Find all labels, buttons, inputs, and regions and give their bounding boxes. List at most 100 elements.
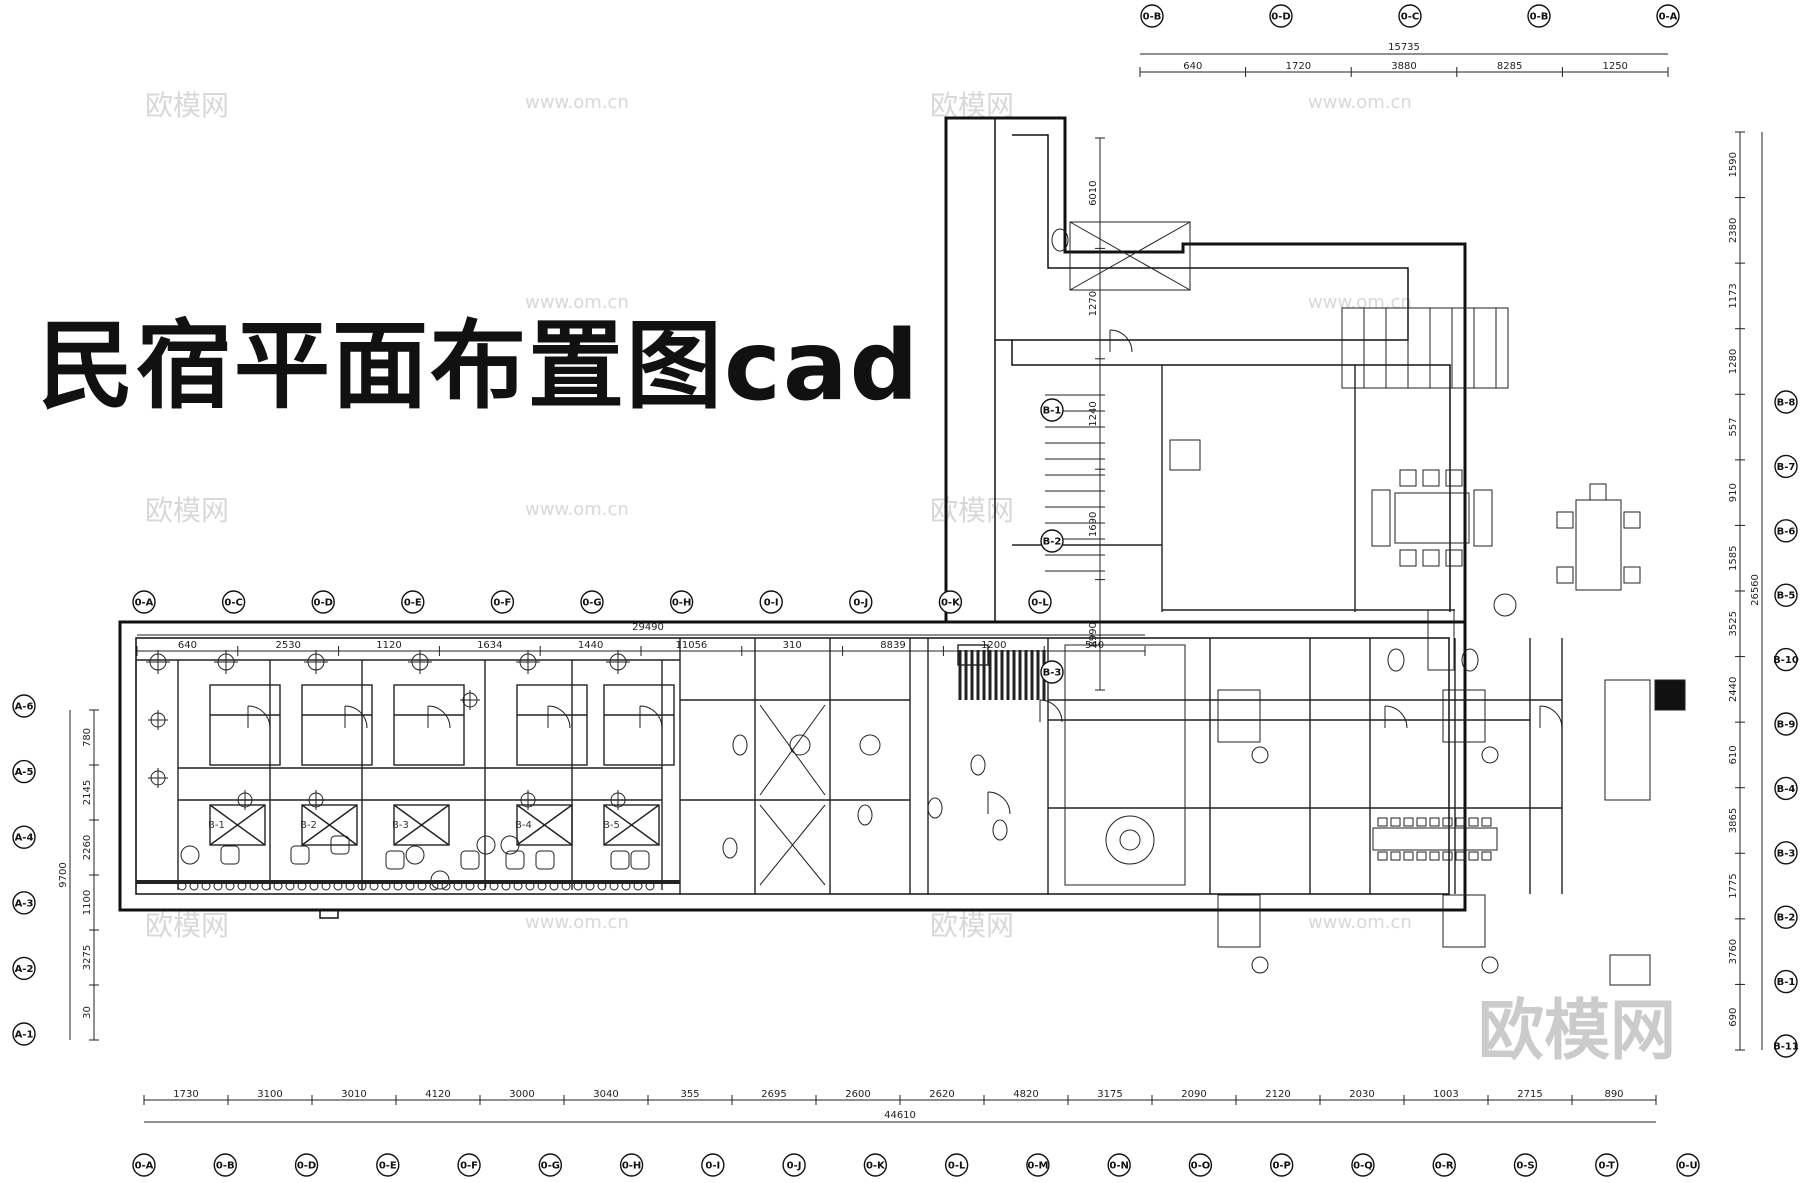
grid-bubble-bottom-label: 0-S xyxy=(1516,1161,1534,1172)
armchair xyxy=(535,850,555,870)
grid-bubble-bottom xyxy=(538,1153,563,1177)
grid-bubble-top xyxy=(580,590,604,614)
wardrobe-cross xyxy=(393,804,450,846)
right-dimension-text: 1280 xyxy=(1728,349,1739,374)
ceiling-light xyxy=(1481,746,1499,764)
window-seat-cushion xyxy=(453,881,463,891)
grid-bubble-right-label: B-11 xyxy=(1773,1042,1799,1053)
round-table xyxy=(405,845,425,865)
grid-bubble-bottom-label: 0-J xyxy=(787,1161,802,1172)
grid-bubble-bottom xyxy=(1432,1153,1456,1177)
lobby-ceiling xyxy=(1064,644,1186,886)
window-seat-cushion xyxy=(297,881,307,891)
right-dimension-text: 910 xyxy=(1728,483,1739,502)
grid-bubble-bottom xyxy=(1351,1153,1375,1177)
upper-dimension-text: 3880 xyxy=(1391,61,1416,72)
grid-bubble-bottom xyxy=(619,1153,644,1177)
dining-chair xyxy=(1468,851,1479,861)
grid-bubble-bottom xyxy=(213,1153,237,1177)
top-dimension-text: 540 xyxy=(1085,640,1104,651)
upper-dimension-text: 1720 xyxy=(1286,61,1311,72)
armchair xyxy=(630,850,650,870)
toilet xyxy=(1051,228,1069,252)
wardrobe xyxy=(603,804,660,846)
grid-bubble-top xyxy=(490,590,515,614)
bathroom xyxy=(516,684,588,766)
window-seat-cushion xyxy=(261,881,271,891)
grid-bubble-bottom-label: 0-F xyxy=(460,1161,478,1172)
grid-bubble-bottom-label: 0-L xyxy=(948,1161,966,1172)
wardrobe-cross xyxy=(603,804,660,846)
grid-bubble-wing xyxy=(1040,398,1064,422)
grid-bubble-bottom-label: 0-A xyxy=(135,1161,154,1172)
wardrobe xyxy=(209,804,266,846)
dining-chair xyxy=(1390,851,1401,861)
top-dimension-text: 8839 xyxy=(880,640,905,651)
grid-bubble-top-label: 0-C xyxy=(224,598,242,609)
grid-bubble-upper xyxy=(1656,4,1680,28)
grid-bubble-wing xyxy=(1040,660,1064,684)
grid-bubble-bottom-label: 0-Q xyxy=(1353,1161,1373,1172)
top-dimension-text: 1120 xyxy=(376,640,401,651)
grid-bubble-bottom-label: 0-M xyxy=(1027,1161,1048,1172)
grid-bubble-left xyxy=(12,1022,36,1046)
round-sofa xyxy=(1105,815,1155,865)
brand-watermark: 欧模网 xyxy=(1478,992,1676,1069)
window-seat-cushion xyxy=(177,881,187,891)
window-seat-cushion xyxy=(561,881,571,891)
wing-dimension-text: 1240 xyxy=(1088,401,1099,426)
window-seat-cushion xyxy=(237,881,247,891)
window-seat-cushion xyxy=(189,881,199,891)
top-dimension-text: 1440 xyxy=(578,640,603,651)
grid-bubble-bottom xyxy=(701,1153,725,1177)
washbasin xyxy=(1493,593,1517,617)
right-dimension-text: 557 xyxy=(1728,418,1739,437)
bottom-dimension-text: 3100 xyxy=(257,1089,282,1100)
armchair xyxy=(385,850,405,870)
grid-bubble-upper-label: 0-A xyxy=(1659,12,1678,23)
stool xyxy=(1399,549,1417,567)
armchair xyxy=(330,835,350,855)
bottom-dimension-text: 2715 xyxy=(1517,1089,1542,1100)
grid-bubble-right-label: B-7 xyxy=(1777,462,1796,473)
watermark-text: www.om.cn xyxy=(1308,92,1412,113)
toilet xyxy=(927,797,943,819)
dining-table xyxy=(1372,827,1498,851)
right-dimension-text: 2440 xyxy=(1728,677,1739,702)
toilet xyxy=(992,819,1008,841)
meeting-table xyxy=(1575,499,1622,591)
round-table xyxy=(500,835,520,855)
grid-bubble-top-label: 0-J xyxy=(853,598,868,609)
bed xyxy=(1442,689,1486,743)
right-dimension-text: 1173 xyxy=(1728,283,1739,308)
grid-bubble-top xyxy=(669,590,694,614)
grid-bubble-bottom xyxy=(1595,1153,1619,1177)
window-seat-cushion xyxy=(573,881,583,891)
dining-chair xyxy=(1377,817,1388,827)
window-seat-cushion xyxy=(345,881,355,891)
grid-bubble-bottom-label: 0-R xyxy=(1435,1161,1454,1172)
grid-bubble-left xyxy=(12,956,36,981)
dining-chair xyxy=(1390,817,1401,827)
round-table xyxy=(430,870,450,890)
room-upper xyxy=(1069,221,1191,291)
grid-bubble-bottom xyxy=(944,1153,969,1177)
toilet xyxy=(732,734,748,756)
shower-diagonal xyxy=(759,704,826,796)
watermark-text: www.om.cn xyxy=(1308,912,1412,933)
grid-bubble-upper xyxy=(1527,4,1551,28)
grid-bubble-left xyxy=(12,825,36,849)
round-table xyxy=(476,835,496,855)
bathtub xyxy=(1427,609,1455,671)
right-dimension-text: 610 xyxy=(1728,745,1739,764)
grid-bubble-upper xyxy=(1140,4,1164,28)
bathroom xyxy=(393,684,465,766)
right-dimension-text: 3525 xyxy=(1728,611,1739,636)
toilet xyxy=(1387,648,1405,672)
wardrobe-cross xyxy=(516,804,573,846)
stool xyxy=(1399,469,1417,487)
window-seat-cushion xyxy=(489,881,499,891)
armchair xyxy=(610,850,630,870)
grid-bubble-right-label: B-3 xyxy=(1777,848,1796,859)
